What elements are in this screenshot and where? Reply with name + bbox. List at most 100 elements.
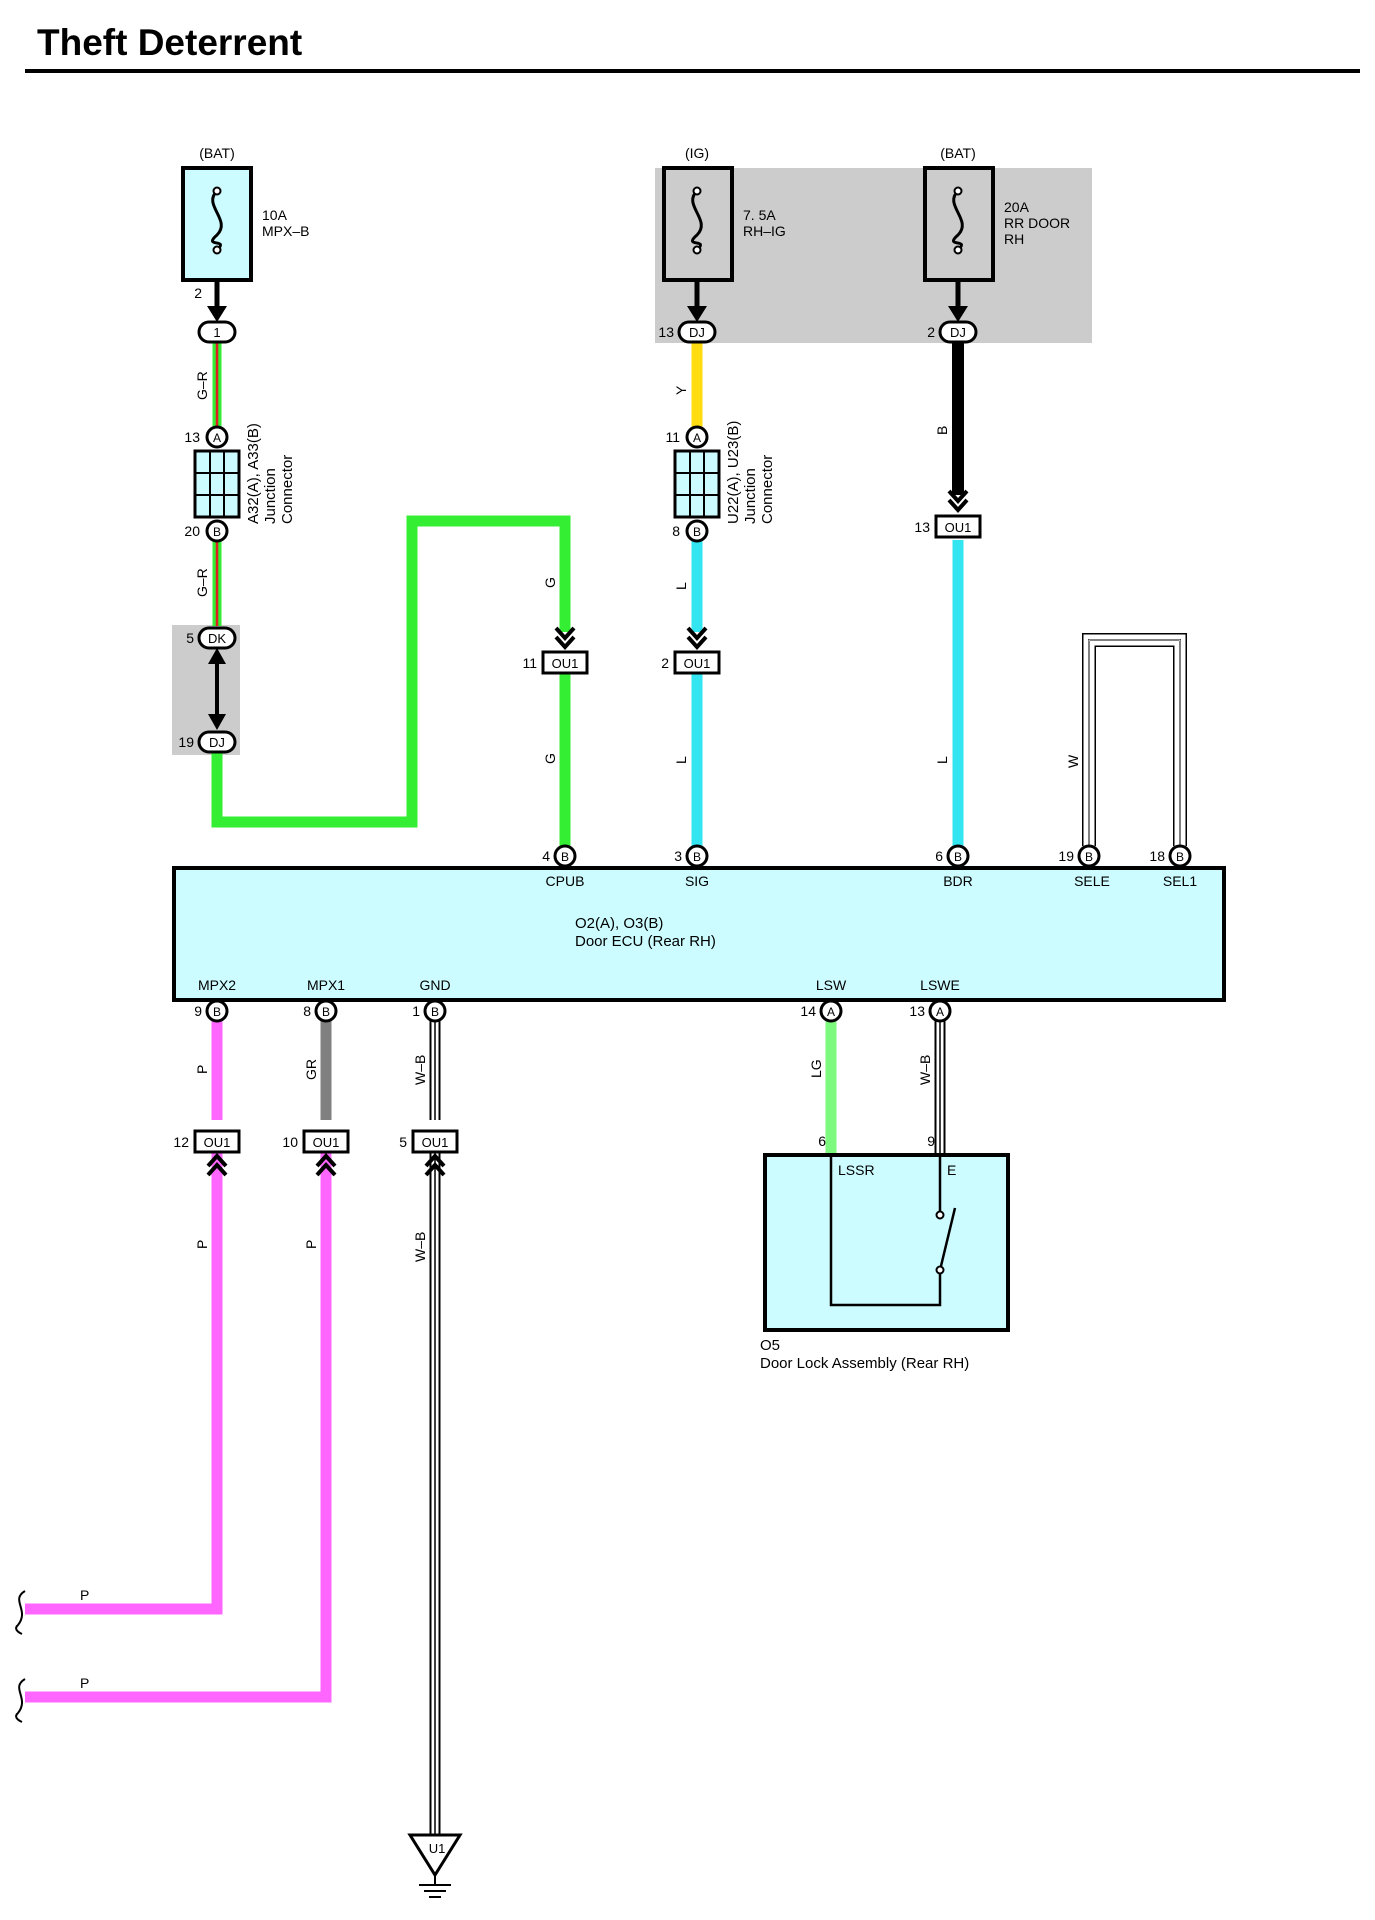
wire-label-lg: LG	[808, 1059, 824, 1078]
wire-label-w-b-1: W–B	[412, 1055, 428, 1085]
svg-text:13: 13	[658, 324, 674, 340]
break-symbol-p1	[15, 1590, 26, 1635]
svg-text:DJ: DJ	[209, 735, 225, 750]
dk-dj-link	[208, 648, 226, 730]
svg-text:11: 11	[665, 429, 680, 445]
svg-text:13: 13	[909, 1003, 925, 1019]
svg-text:6: 6	[935, 848, 943, 864]
svg-text:B: B	[561, 850, 569, 864]
wire-label-g-2: G	[542, 753, 558, 764]
svg-text:1: 1	[412, 1003, 420, 1019]
connector-ou1-2: OU1 2	[661, 626, 721, 675]
svg-text:3: 3	[674, 848, 682, 864]
svg-text:OU1: OU1	[552, 656, 579, 671]
svg-text:DJ: DJ	[950, 325, 966, 340]
connector-ou1-12: OU1 12	[173, 1129, 241, 1177]
svg-text:B: B	[693, 525, 701, 539]
svg-text:MPX2: MPX2	[198, 977, 236, 993]
wire-label-p-3: P	[303, 1240, 319, 1249]
connector-dj-ig: DJ 13	[658, 320, 717, 344]
svg-text:8: 8	[303, 1003, 311, 1019]
svg-text:12: 12	[173, 1134, 189, 1150]
shaded-area-ig-bat	[655, 168, 1092, 343]
svg-text:OU1: OU1	[945, 520, 972, 535]
wire-label-g-r-1: G–R	[194, 371, 210, 400]
svg-text:B: B	[213, 1005, 221, 1019]
svg-text:Junction: Junction	[262, 468, 279, 524]
svg-text:LSW: LSW	[816, 977, 847, 993]
svg-text:B: B	[954, 850, 962, 864]
fuse-rating: 20A	[1004, 199, 1030, 215]
ecu-pin-bdr: B 6 BDR	[935, 844, 973, 889]
ecu-pin-lswe: LSWE A 13	[909, 977, 960, 1023]
svg-text:SELE: SELE	[1074, 873, 1110, 889]
ecu-pin-mpx1: MPX1 B 8	[303, 977, 345, 1023]
connector-dk: DK 5	[186, 626, 237, 650]
ecu-pin-sig: B 3 SIG	[674, 844, 709, 889]
wire-label-g-r-2: G–R	[194, 568, 210, 597]
connector-dj-19: DJ 19	[178, 730, 237, 754]
svg-text:DK: DK	[208, 631, 226, 646]
junction-connector-a32-a33: A 13 B 20 A32(A), A33(B) Junction Connec…	[184, 423, 296, 543]
svg-text:Connector: Connector	[759, 455, 776, 524]
ecu-pin-cpub: B 4 CPUB	[542, 844, 584, 889]
svg-text:5: 5	[399, 1134, 407, 1150]
svg-text:2: 2	[661, 655, 669, 671]
svg-text:8: 8	[672, 523, 680, 539]
lock-pin-e: 9	[927, 1133, 935, 1149]
svg-text:BDR: BDR	[943, 873, 973, 889]
fuse-rh-ig: (IG) 7. 5A RH–IG	[662, 145, 786, 322]
wire-label-l-2: L	[673, 756, 689, 764]
ecu-pin-lsw: LSW A 14	[800, 977, 847, 1023]
svg-text:SEL1: SEL1	[1163, 873, 1197, 889]
connector-1: 1	[197, 320, 237, 344]
lock-label-e: E	[947, 1162, 956, 1178]
svg-text:B: B	[322, 1005, 330, 1019]
fuse-name: RR DOOR	[1004, 215, 1070, 231]
svg-text:OU1: OU1	[422, 1135, 449, 1150]
svg-text:5: 5	[186, 630, 194, 646]
svg-text:MPX1: MPX1	[307, 977, 345, 993]
fuse-rr-door-rh: (BAT) 20A RR DOOR RH	[923, 145, 1070, 322]
svg-text:U1: U1	[429, 1841, 446, 1856]
lock-label-lssr: LSSR	[838, 1162, 875, 1178]
svg-text:LSWE: LSWE	[920, 977, 960, 993]
connector-dj-bat: DJ 2	[927, 320, 978, 344]
fuse-rating: 7. 5A	[743, 207, 776, 223]
svg-text:SIG: SIG	[685, 873, 709, 889]
svg-text:19: 19	[178, 734, 194, 750]
svg-text:B: B	[1176, 850, 1184, 864]
wire-label-p-1: P	[194, 1065, 210, 1074]
fuse-source-label: (BAT)	[199, 145, 235, 161]
connector-ou1-13: OU1 13	[914, 489, 982, 539]
svg-text:A: A	[936, 1005, 944, 1019]
svg-text:11: 11	[522, 655, 537, 671]
wire-label-w-b-3: W–B	[917, 1055, 933, 1085]
svg-text:14: 14	[800, 1003, 816, 1019]
fuse-source-label: (IG)	[685, 145, 709, 161]
wire-p-mpx1-lower	[25, 1150, 332, 1703]
door-ecu-box: O2(A), O3(B) Door ECU (Rear RH)	[172, 866, 1226, 1002]
connector-ou1-5: OU1 5	[399, 1129, 459, 1177]
svg-text:18: 18	[1149, 848, 1165, 864]
connector-ou1-11: OU1 11	[522, 626, 589, 675]
connector-ou1-10: OU1 10	[282, 1129, 350, 1177]
wire-label-p-4: P	[80, 1587, 89, 1603]
ecu-pin-sel1: B 18 SEL1	[1149, 844, 1197, 889]
svg-text:Connector: Connector	[279, 455, 296, 524]
wire-label-gr: GR	[303, 1059, 319, 1080]
wire-label-b: B	[934, 426, 950, 435]
svg-text:OU1: OU1	[684, 656, 711, 671]
svg-text:GND: GND	[419, 977, 450, 993]
wire-p-mpx2-lower	[25, 1150, 223, 1615]
wire-label-p-2: P	[194, 1240, 210, 1249]
svg-text:9: 9	[194, 1003, 202, 1019]
junction-connector-u22-u23: A 11 B 8 U22(A), U23(B) Junction Connect…	[665, 421, 776, 543]
ecu-code: O2(A), O3(B)	[575, 915, 663, 932]
fuse-mpx-b: (BAT) 10A MPX–B 2	[181, 145, 309, 322]
svg-text:Junction: Junction	[742, 468, 759, 524]
break-symbol-p2	[15, 1678, 26, 1723]
svg-text:13: 13	[914, 519, 930, 535]
svg-text:B: B	[693, 850, 701, 864]
